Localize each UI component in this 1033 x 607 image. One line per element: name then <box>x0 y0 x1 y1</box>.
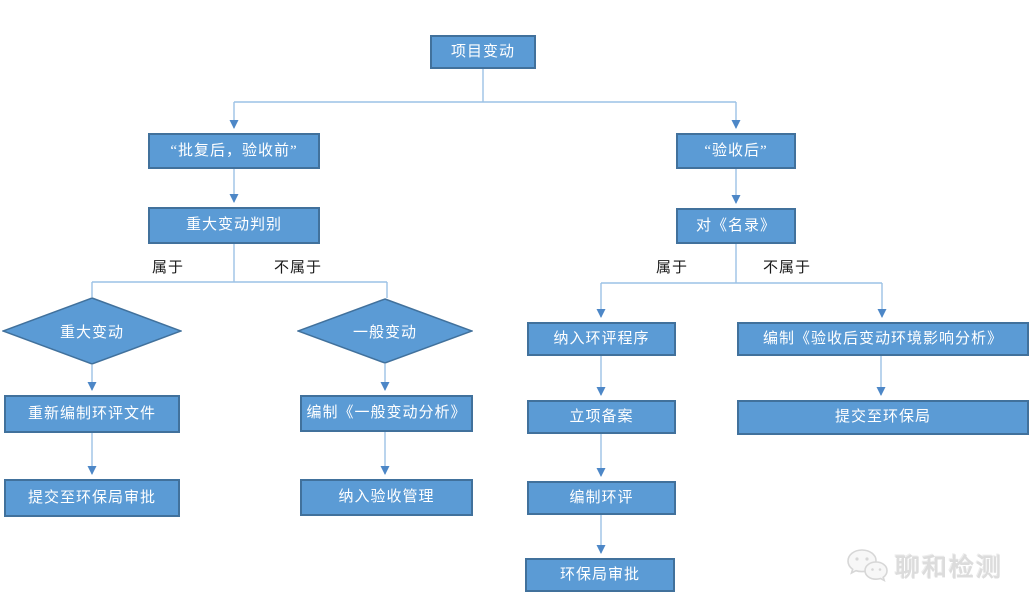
label-left-belongs: 属于 <box>151 260 184 276</box>
watermark-brand-text: 聊和检测 <box>895 555 1004 582</box>
node-project-filing: 立项备案 <box>527 400 676 434</box>
node-prepare-post-acceptance-analysis: 编制《验收后变动环境影响分析》 <box>737 322 1029 356</box>
node-enter-eia-procedure: 纳入环评程序 <box>527 322 676 356</box>
node-project-change: 项目变动 <box>430 35 536 69</box>
label-right-belongs: 属于 <box>655 260 688 276</box>
diamond-shape <box>297 298 473 364</box>
diamond-major-change-label: 重大变动 <box>59 324 124 341</box>
diamond-general-change-label: 一般变动 <box>352 324 417 341</box>
node-check-catalog: 对《名录》 <box>676 208 796 244</box>
node-major-change-judgement: 重大变动判别 <box>148 207 320 244</box>
node-include-acceptance-management: 纳入验收管理 <box>300 479 473 516</box>
node-prepare-general-change-analysis: 编制《一般变动分析》 <box>300 395 473 432</box>
node-stage-before-acceptance: “批复后，验收前” <box>148 133 320 169</box>
watermark: 聊和检测 <box>845 546 1003 586</box>
label-right-not-belongs: 不属于 <box>762 260 811 276</box>
node-epb-approval: 环保局审批 <box>525 558 675 592</box>
wechat-icon <box>847 549 888 583</box>
node-submit-epb-approval: 提交至环保局审批 <box>4 479 180 517</box>
label-left-not-belongs: 不属于 <box>273 260 322 276</box>
diamond-shape <box>2 297 182 365</box>
node-redo-eia-document: 重新编制环评文件 <box>4 395 180 433</box>
diamond-general-change: 一般变动 <box>297 298 473 364</box>
node-stage-after-acceptance: “验收后” <box>676 133 796 169</box>
node-prepare-eia: 编制环评 <box>527 481 676 515</box>
node-submit-to-epb: 提交至环保局 <box>737 400 1029 435</box>
diamond-major-change: 重大变动 <box>2 297 182 365</box>
